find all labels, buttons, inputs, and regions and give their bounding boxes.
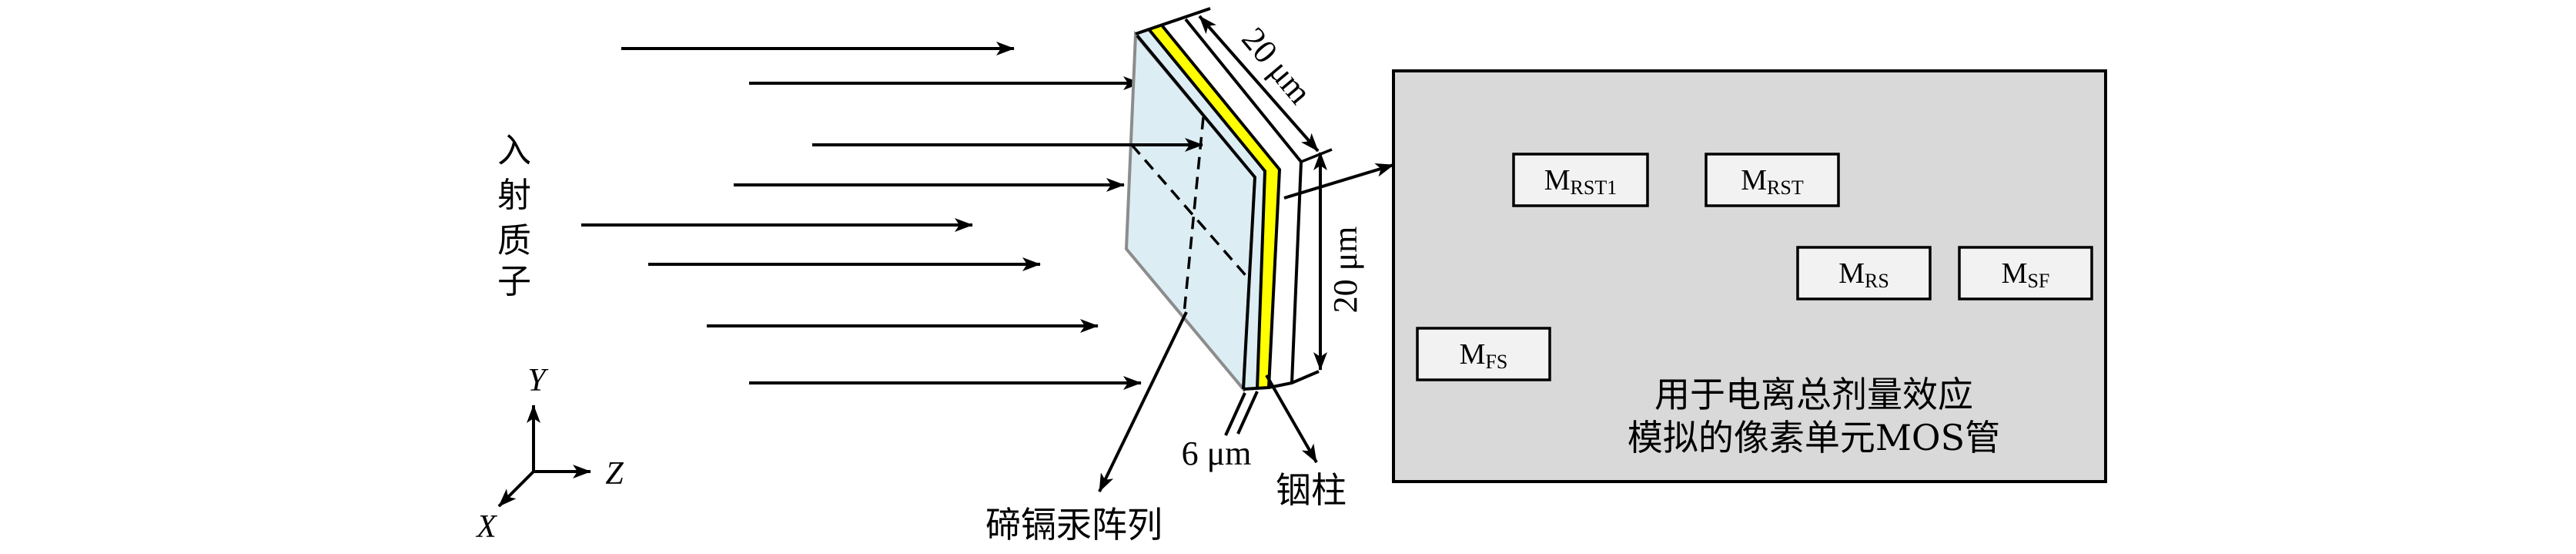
x-axis-arrow xyxy=(497,470,535,508)
bottom-edge xyxy=(1243,370,1320,391)
pixel-unit-panel: MRST1 MRST MRS MSF MFS 用于电离总剂量效应 模拟的像素单元… xyxy=(1392,69,2107,483)
x-axis-label: X xyxy=(475,509,498,545)
indium-label: 铟柱 xyxy=(1276,469,1347,511)
z-axis-label: Z xyxy=(605,456,624,492)
transistor-box-rst: MRST xyxy=(1705,153,1840,207)
incident-proton-label: 入 射 质 子 xyxy=(497,131,531,301)
transistor-label: MRST1 xyxy=(1544,164,1617,199)
label-char: 入 xyxy=(497,131,531,170)
transistor-label: MSF xyxy=(2002,257,2050,292)
transistor-label: MRST xyxy=(1741,164,1804,199)
transistor-box-sf: MSF xyxy=(1958,246,2093,301)
label-char: 子 xyxy=(497,262,531,301)
thickness-dimension: 6 μm xyxy=(1182,391,1259,472)
label-char: 射 xyxy=(497,176,531,215)
y-axis-label: Y xyxy=(527,363,549,398)
panel-link-arrow xyxy=(1283,163,1394,200)
top-edge xyxy=(1135,7,1211,35)
indium-edge-line xyxy=(1148,29,1267,390)
indium-leader-arrow xyxy=(1265,374,1318,463)
label-char: 质 xyxy=(497,221,531,260)
panel-caption-line1: 用于电离总剂量效应 xyxy=(1654,374,1973,415)
readout-layer xyxy=(1163,8,1319,388)
dimension-arrow xyxy=(1198,15,1320,153)
proton-beams xyxy=(581,42,1142,390)
array-leader-arrow xyxy=(1098,311,1188,492)
thickness-line xyxy=(1236,391,1259,435)
dashed-line xyxy=(1130,143,1250,280)
array-edge-line xyxy=(1136,34,1257,390)
dashed-line xyxy=(1183,116,1205,314)
coordinate-axes xyxy=(497,405,591,508)
transistor-box-rst1: MRST1 xyxy=(1512,153,1649,207)
transistor-label: MFS xyxy=(1460,338,1508,373)
transistor-box-rs: MRS xyxy=(1796,246,1932,301)
height-dimension: 20 μm xyxy=(1313,152,1364,371)
transistor-box-fs: MFS xyxy=(1416,327,1551,381)
panel-caption-line2: 模拟的像素单元MOS管 xyxy=(1628,417,2000,458)
transistor-label: MRS xyxy=(1838,257,1889,292)
height-label: 20 μm xyxy=(1326,227,1364,314)
array-label: 碲镉汞阵列 xyxy=(985,504,1163,546)
thickness-label: 6 μm xyxy=(1182,435,1252,472)
thickness-line xyxy=(1224,392,1246,436)
